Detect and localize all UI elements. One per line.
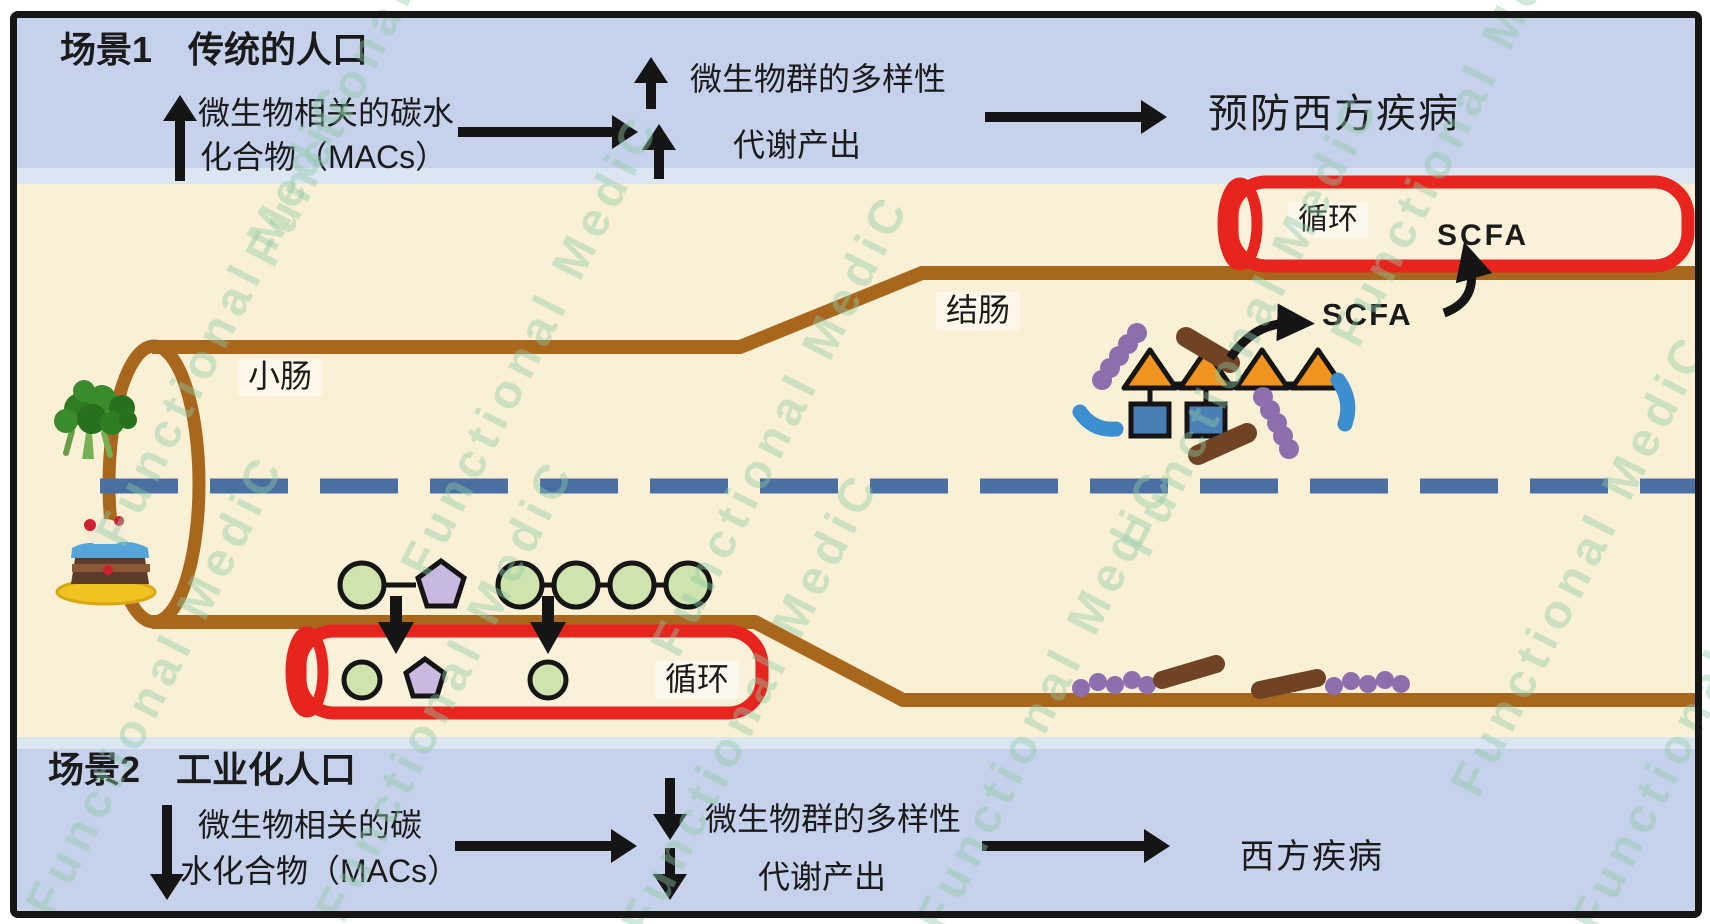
small-intestine-label: 小肠 [238, 358, 323, 396]
purple-cocci-chain-icon [1325, 671, 1410, 695]
cake-icon [55, 516, 157, 606]
leads-to-arrow [455, 828, 637, 864]
scenario2-macs-line1: 微生物相关的碳 [198, 807, 423, 843]
purple-cocci-chain-icon [1092, 323, 1147, 390]
macs-decrease-arrow [148, 805, 186, 900]
absorbed-sugars-icon [341, 655, 569, 701]
absorption-arrow [530, 596, 566, 654]
scenario2-outcome-label: 西方疾病 [1240, 838, 1384, 876]
scenario2-title: 场景2 工业化人口 [48, 749, 357, 790]
leads-to-arrow [458, 114, 638, 150]
metabolism-decrease-arrow [652, 848, 688, 900]
brown-rod-icon [1188, 423, 1257, 465]
microbiota-sparse-icons [1072, 655, 1410, 699]
scenario1-macs-line2: 化合物（MACs） [200, 139, 448, 175]
scenario1-metabolism-label: 代谢产出 [733, 127, 862, 163]
metabolism-increase-arrow [642, 124, 676, 179]
disaccharide-icon [337, 557, 467, 610]
leads-to-arrow [982, 828, 1170, 864]
circulation-label-bottom: 循环 [655, 661, 740, 699]
scenario2-macs-line2: 水化合物（MACs） [180, 853, 460, 889]
broccoli-icon [54, 380, 137, 459]
brown-rod-icon [1153, 655, 1225, 689]
microbiota-diverse-icons [1072, 323, 1356, 465]
scenario1-diversity-label: 微生物群的多样性 [690, 61, 947, 97]
diversity-decrease-arrow [652, 778, 688, 840]
macs-increase-arrow [162, 95, 198, 181]
scenario1-banner [17, 18, 1695, 184]
scfa-to-circulation-arrow [1442, 241, 1493, 318]
blue-curved-rod-icon [1330, 372, 1356, 432]
scfa-label-vessel: SCFA [1437, 219, 1530, 252]
scfa-label-lumen: SCFA [1322, 297, 1413, 332]
scenario2-metabolism-label: 代谢产出 [758, 859, 887, 895]
circulation-label-top: 循环 [1288, 202, 1368, 238]
complex-glycan-icon [1121, 347, 1347, 439]
scenario1-outcome-label: 预防西方疾病 [1208, 92, 1460, 136]
scenario1-title: 场景1 传统的人口 [60, 29, 369, 70]
scfa-production-arrow [1226, 303, 1315, 361]
brown-rod-icon [1251, 669, 1326, 699]
purple-cocci-chain-icon [1253, 387, 1299, 459]
oligosaccharide-icon [495, 560, 713, 610]
blue-curved-rod-icon [1072, 404, 1124, 437]
leads-to-arrow [985, 99, 1167, 135]
scenario2-diversity-label: 微生物群的多样性 [705, 801, 962, 837]
absorption-arrow [378, 596, 414, 654]
scenario1-macs-line1: 微生物相关的碳水 [198, 95, 455, 131]
brown-rod-icon [1176, 327, 1240, 373]
diversity-increase-arrow [634, 57, 668, 109]
colon-label: 结肠 [936, 292, 1021, 330]
purple-cocci-chain-icon [1072, 671, 1156, 697]
scenario2-banner [17, 737, 1695, 912]
